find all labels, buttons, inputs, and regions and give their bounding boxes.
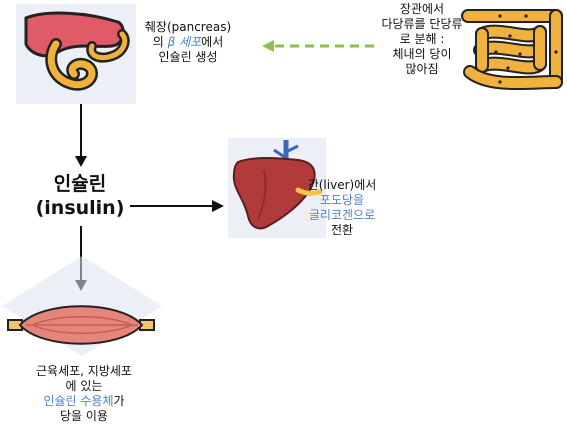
beta-cell-text: β 세포 — [167, 35, 202, 49]
pancreas-label-line3: 인슐린 생성 — [158, 50, 218, 64]
liver-label-line2: 포도당을 — [319, 193, 365, 207]
liver-label: 간(liver)에서 포도당을 글리코겐으로 전환 — [292, 178, 392, 238]
liver-label-line4: 전환 — [330, 223, 354, 237]
muscle-label: 근육세포, 지방세포 에 있는 인슐린 수용체가 당을 이용 — [14, 364, 154, 424]
intestine-icon — [461, 9, 563, 91]
intestine-label-line3: 로 분해 : — [399, 32, 445, 46]
arrow-right — [130, 200, 224, 212]
intestine-label-line1: 장관에서 — [399, 2, 445, 16]
arrow-down-1 — [75, 104, 87, 167]
muscle-label-line3: 인슐린 수용체가 — [14, 394, 154, 409]
muscle-label-line1: 근육세포, 지방세포 — [36, 364, 132, 378]
dashed-arrow — [262, 40, 374, 52]
pancreas-line2-prefix: 의 — [152, 35, 168, 49]
insulin-receptor-text: 인슐린 수용체 — [43, 394, 114, 408]
intestine-label-line2: 다당류를 단당류 — [381, 17, 463, 31]
intestine-label: 장관에서 다당류를 단당류 로 분해 : 체내의 당이 많아짐 — [372, 2, 472, 77]
insulin-label: 인슐린 (insulin) — [20, 172, 140, 220]
pancreas-icon — [16, 4, 136, 104]
intestine-label-line5: 많아짐 — [405, 62, 439, 76]
pancreas-label-line1: 췌장(pancreas) — [144, 20, 232, 34]
pancreas-line2-suffix: 에서 — [201, 35, 224, 49]
liver-label-line1: 간(liver)에서 — [307, 178, 377, 192]
liver-icon — [228, 138, 326, 238]
intestine-label-line4: 체내의 당이 — [392, 47, 452, 61]
muscle-icon — [2, 256, 162, 356]
muscle-line3-suffix: 가 — [113, 394, 125, 408]
liver-label-line3: 글리코겐으로 — [308, 208, 376, 222]
pancreas-label: 췌장(pancreas) 의 β 세포에서 인슐린 생성 — [138, 20, 238, 65]
muscle-label-line2: 에 있는 — [65, 379, 103, 393]
insulin-label-line1: 인슐린 — [53, 173, 107, 195]
muscle-label-line4: 당을 이용 — [60, 409, 108, 423]
pancreas-label-line2: 의 β 세포에서 — [138, 35, 238, 50]
insulin-label-line2: (insulin) — [35, 197, 125, 219]
